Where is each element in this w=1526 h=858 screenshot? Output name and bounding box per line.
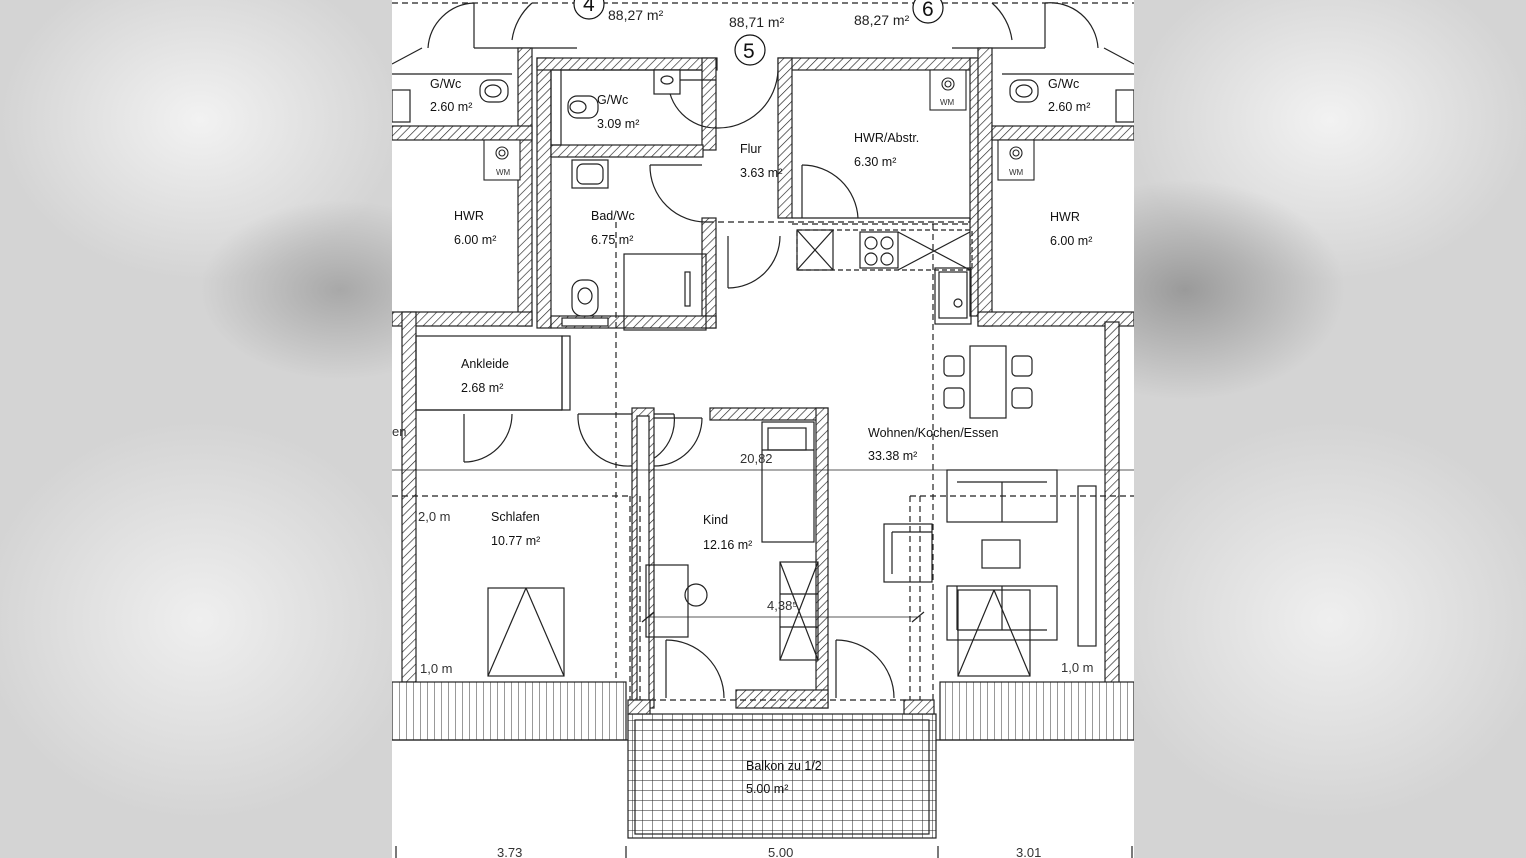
room-ankleide-name: Ankleide <box>461 357 509 371</box>
wm-label-center: WM <box>940 98 955 107</box>
room-flur-name: Flur <box>740 142 762 156</box>
room-gwc-center-area: 3.09 m² <box>597 117 639 131</box>
unit-6-area: 88,27 m² <box>854 12 910 28</box>
wall-hatched <box>517 47 533 327</box>
room-balkon-area: 5.00 m² <box>746 782 788 796</box>
wm-label-right: WM <box>1009 168 1024 177</box>
unit-6-number: 6 <box>922 0 934 21</box>
washing-machines <box>483 69 1035 181</box>
room-gwc-center-name: G/Wc <box>597 93 628 107</box>
room-ankleide-area: 2.68 m² <box>461 381 503 395</box>
dimension-width-kind: 4,38⁵ <box>767 598 798 613</box>
dimension-height-left-bottom: 1,0 m <box>420 661 453 676</box>
dimension-bottom-center: 5.00 <box>768 845 793 858</box>
room-hwr-right-name: HWR <box>1050 210 1080 224</box>
room-gwc-left-name: G/Wc <box>430 77 461 91</box>
room-kind-name: Kind <box>703 513 728 527</box>
room-hwr-left-area: 6.00 m² <box>454 233 496 247</box>
drawing-lines <box>392 2 1134 858</box>
room-balkon-name: Balkon zu 1/2 <box>746 759 822 773</box>
room-schlafen-name: Schlafen <box>491 510 540 524</box>
dimension-width-inner: 20,82 <box>740 451 773 466</box>
unit-5-number: 5 <box>743 40 755 63</box>
unit-6-circle <box>912 0 944 24</box>
unit-4-area: 88,27 m² <box>608 7 664 23</box>
room-hwr-abstr-name: HWR/Abstr. <box>854 131 919 145</box>
room-wohnen-area: 33.38 m² <box>868 449 917 463</box>
room-hwr-abstr-area: 6.30 m² <box>854 155 896 169</box>
wm-label-left: WM <box>496 168 511 177</box>
dimension-height-right-bottom: 1,0 m <box>1061 660 1094 675</box>
door-arc <box>427 2 475 49</box>
room-gwc-right-name: G/Wc <box>1048 77 1079 91</box>
dimension-bottom-left: 3.73 <box>497 845 522 858</box>
dimension-bottom-right: 3.01 <box>1016 845 1041 858</box>
floor-plan-drawing: 4 88,27 m² 88,71 m² 5 88,27 m² 6 G/Wc 2.… <box>392 0 1134 858</box>
dimension-height-left-top: 2,0 m <box>418 509 451 524</box>
room-gwc-left-area: 2.60 m² <box>430 100 472 114</box>
unit-4-circle <box>573 0 605 20</box>
room-schlafen-area: 10.77 m² <box>491 534 540 548</box>
room-wohnen-name: Wohnen/Kochen/Essen <box>868 426 998 440</box>
room-gwc-right-area: 2.60 m² <box>1048 100 1090 114</box>
room-bad-area: 6.75 m² <box>591 233 633 247</box>
unit-markers <box>573 0 944 66</box>
floor-plan: 4 88,27 m² 88,71 m² 5 88,27 m² 6 G/Wc 2.… <box>392 0 1134 858</box>
room-hwr-right-area: 6.00 m² <box>1050 234 1092 248</box>
sanitary-fixtures <box>479 69 1039 327</box>
room-kind-area: 12.16 m² <box>703 538 752 552</box>
room-flur-area: 3.63 m² <box>740 166 782 180</box>
unit-4-number: 4 <box>583 0 595 16</box>
room-bad-name: Bad/Wc <box>591 209 635 223</box>
unit-5-area: 88,71 m² <box>729 14 785 30</box>
unit-5-circle <box>734 34 766 66</box>
dimension-partial-left: en <box>392 424 406 439</box>
room-hwr-left-name: HWR <box>454 209 484 223</box>
